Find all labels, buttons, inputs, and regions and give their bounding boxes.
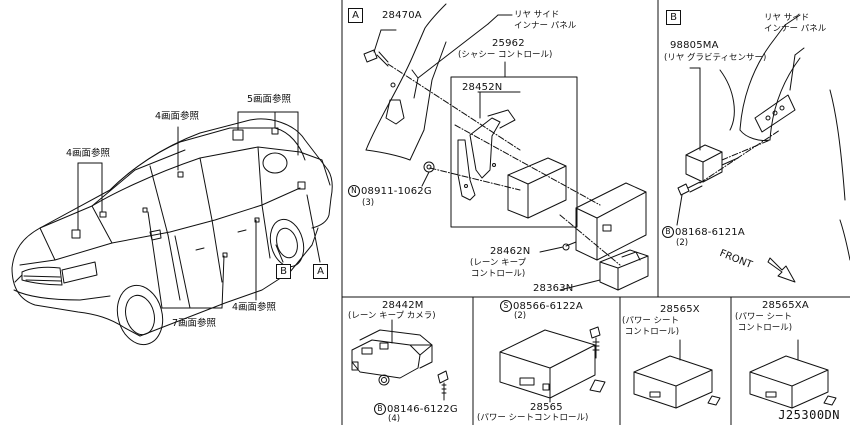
nut-symbol: N <box>348 185 360 197</box>
bolt-08146-part-number: 08146-6122G <box>387 404 458 415</box>
bolt-08146-qty: (4) <box>388 414 401 424</box>
bolt-symbol-b: B <box>662 226 674 238</box>
screw-08566-part-number: 08566-6122A <box>513 301 583 312</box>
car-leader-lines <box>77 111 321 309</box>
camera-art <box>351 319 449 401</box>
car-ref-4-right: 4画面参照 <box>232 302 277 313</box>
part-28462n-label: 28462N <box>490 246 531 257</box>
part-28442m-label: 28442M <box>382 300 424 311</box>
car-ref-7: 7画面参照 <box>172 318 217 329</box>
nut-part-number: 08911-1062G <box>361 186 432 197</box>
gravity-sensor-label: (リヤ グラビティセンサー) <box>664 53 767 63</box>
part-28363n-label: 28363N <box>533 283 574 294</box>
car-marker-a: A <box>313 264 328 279</box>
car-ref-4-top: 4画面参照 <box>155 111 200 122</box>
section-b-art <box>676 14 850 283</box>
section-a-art <box>363 3 649 291</box>
part-28565-label: 28565 <box>530 402 563 413</box>
car-ref-4-left: 4画面参照 <box>66 148 111 159</box>
part-28565-art <box>499 326 606 403</box>
bolt-08168-part-number: 08168-6121A <box>675 227 745 238</box>
nut-qty: (3) <box>362 198 375 208</box>
diagram-code: J25300DN <box>778 408 840 422</box>
part-28452n-label: 28452N <box>462 82 503 93</box>
part-28565xa-art <box>749 339 837 409</box>
power-seat-x-label: (パワー シート コントロール) <box>622 316 680 337</box>
section-b-rear-side-panel: リヤ サイド インナー パネル <box>764 13 827 34</box>
lane-keep-control-label: (レーン キープ コントロール) <box>470 258 527 279</box>
power-seat-control-label: (パワー シートコントロール) <box>477 413 589 423</box>
car-illustration <box>11 118 333 346</box>
section-b-letter: B <box>666 10 681 25</box>
car-ref-5: 5画面参照 <box>247 94 292 105</box>
power-seat-xa-label: (パワー シート コントロール) <box>735 312 793 333</box>
part-28565xa-label: 28565XA <box>762 300 809 311</box>
bolt-symbol-b2: B <box>374 403 386 415</box>
section-a-letter: A <box>348 8 363 23</box>
bolt-08168-qty: (2) <box>676 238 689 248</box>
lane-keep-camera-label: (レーン キープ カメラ) <box>348 311 436 321</box>
part-28565x-label: 28565X <box>660 304 700 315</box>
screw-symbol-s: S <box>500 300 512 312</box>
screw-08566-qty: (2) <box>514 311 527 321</box>
panel-borders <box>341 0 850 425</box>
part-98805ma-label: 98805MA <box>670 40 719 51</box>
part-28470a-label: 28470A <box>382 10 422 21</box>
chassis-control-label: (シャシー コントロール) <box>458 50 553 60</box>
part-25962-label: 25962 <box>492 38 525 49</box>
section-a-rear-side-panel: リヤ サイド インナー パネル <box>514 10 577 31</box>
part-28565x-art <box>633 339 721 409</box>
car-marker-b: B <box>276 264 291 279</box>
